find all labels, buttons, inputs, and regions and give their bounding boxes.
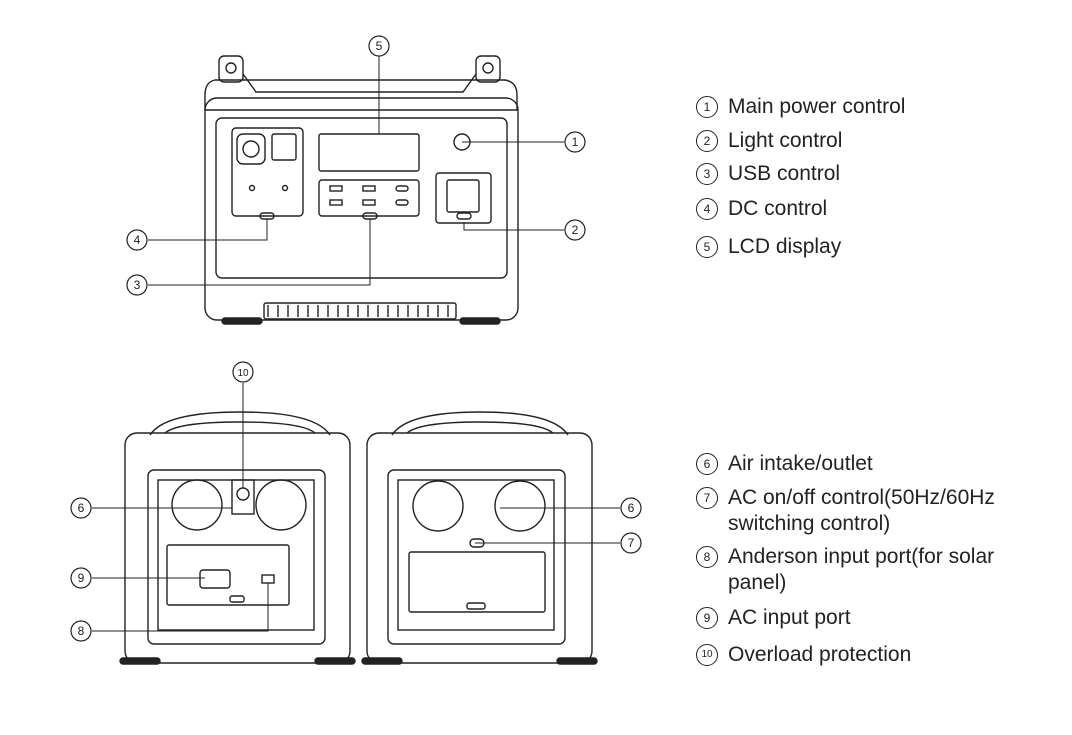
callout-labels: 1 2 3 4 5 6 6 7 8 9 10 xyxy=(78,39,635,638)
callout-1: 1 xyxy=(572,135,579,149)
callout-5: 5 xyxy=(376,39,383,53)
callout-3: 3 xyxy=(134,278,141,292)
legend-label: LCD display xyxy=(728,235,842,258)
legend-label: USB control xyxy=(728,162,841,185)
callout-10: 10 xyxy=(237,368,249,379)
legend-label: Light control xyxy=(728,129,843,152)
callout-2: 2 xyxy=(572,223,579,237)
legend-label: DC control xyxy=(728,197,828,220)
back-view-right xyxy=(361,411,598,665)
callout-6-right: 6 xyxy=(628,501,635,515)
front-view xyxy=(204,55,519,325)
back-view-left xyxy=(119,411,356,665)
legend-label: Air intake/outlet xyxy=(728,452,873,475)
front-callout-lines xyxy=(148,56,564,286)
legend-number: 1 xyxy=(696,96,718,118)
callout-circles xyxy=(70,35,642,642)
legend-number: 5 xyxy=(696,236,718,258)
legend-number: 4 xyxy=(696,198,718,220)
legend-number: 6 xyxy=(696,453,718,475)
legend-number: 8 xyxy=(696,546,718,568)
callout-4: 4 xyxy=(134,233,141,247)
legend-number: 10 xyxy=(696,644,718,666)
legend-number: 2 xyxy=(696,130,718,152)
legend-number: 3 xyxy=(696,163,718,185)
callout-7: 7 xyxy=(628,536,635,550)
legend-label: Anderson input port(for solar panel) xyxy=(728,545,995,594)
legend-number: 9 xyxy=(696,607,718,629)
legend-label: AC input port xyxy=(728,606,851,629)
legend-number: 7 xyxy=(696,487,718,509)
callout-9: 9 xyxy=(78,571,85,585)
callout-6-left: 6 xyxy=(78,501,85,515)
legend-label: AC on/off control(50Hz/60Hz switching co… xyxy=(728,486,995,535)
bottom-callout-lines xyxy=(92,383,620,632)
legend-label: Overload protection xyxy=(728,643,912,666)
callout-8: 8 xyxy=(78,624,85,638)
legend-label: Main power control xyxy=(728,95,906,118)
